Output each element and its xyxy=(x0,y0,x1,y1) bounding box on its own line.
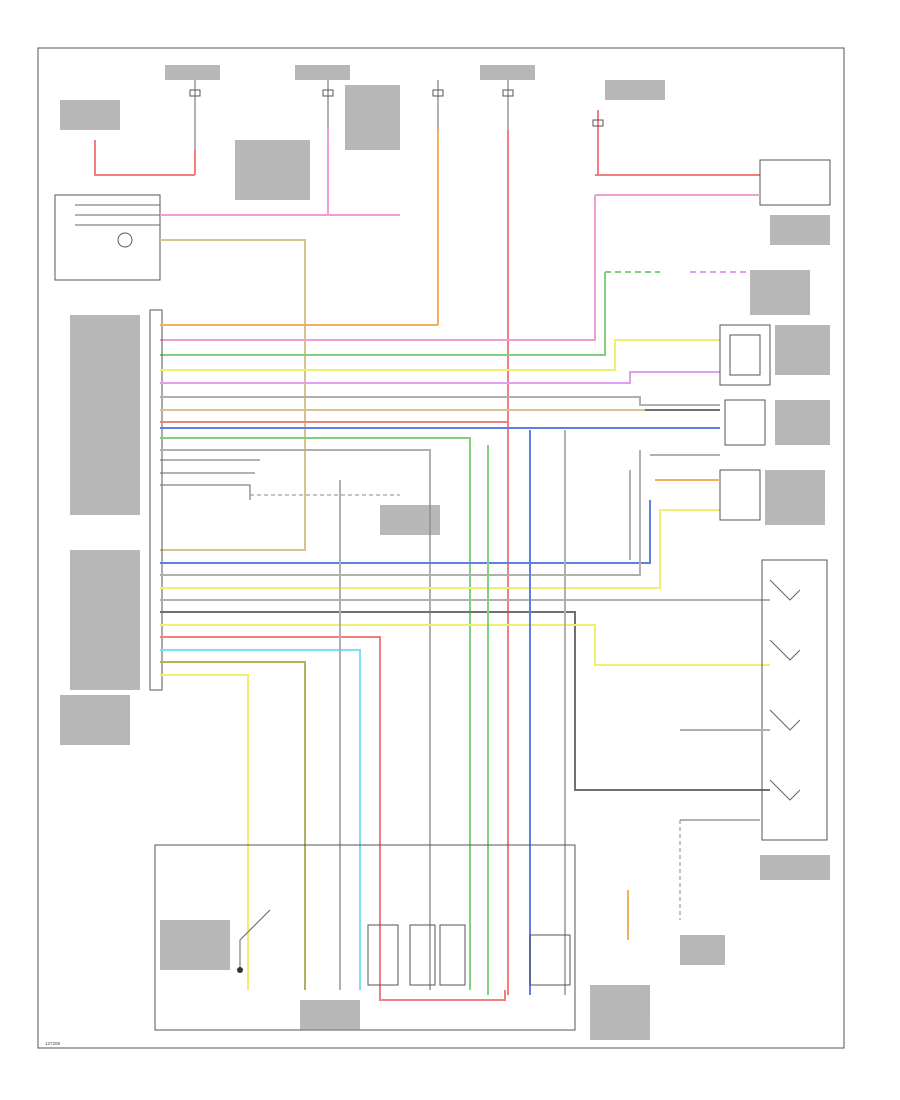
figure-code: 127208 xyxy=(45,1041,61,1046)
transmission-box xyxy=(154,844,576,1031)
fuse-feed-1 xyxy=(189,80,201,175)
speed-sensor-box xyxy=(54,194,161,281)
label-blocks xyxy=(60,65,830,1040)
top-relay xyxy=(759,159,831,206)
fuse-feed-2 xyxy=(322,80,334,215)
pcm-connector xyxy=(149,309,163,691)
component-right-3 xyxy=(719,469,761,521)
diagram-frame xyxy=(37,47,845,1049)
pressure-switch-assembly xyxy=(761,559,828,841)
component-right-2 xyxy=(724,399,766,446)
component-right-1 xyxy=(719,324,771,386)
fuse-feed-5 xyxy=(592,110,604,175)
fuse-feed-4 xyxy=(502,80,514,995)
fuse-feed-3 xyxy=(432,80,444,325)
